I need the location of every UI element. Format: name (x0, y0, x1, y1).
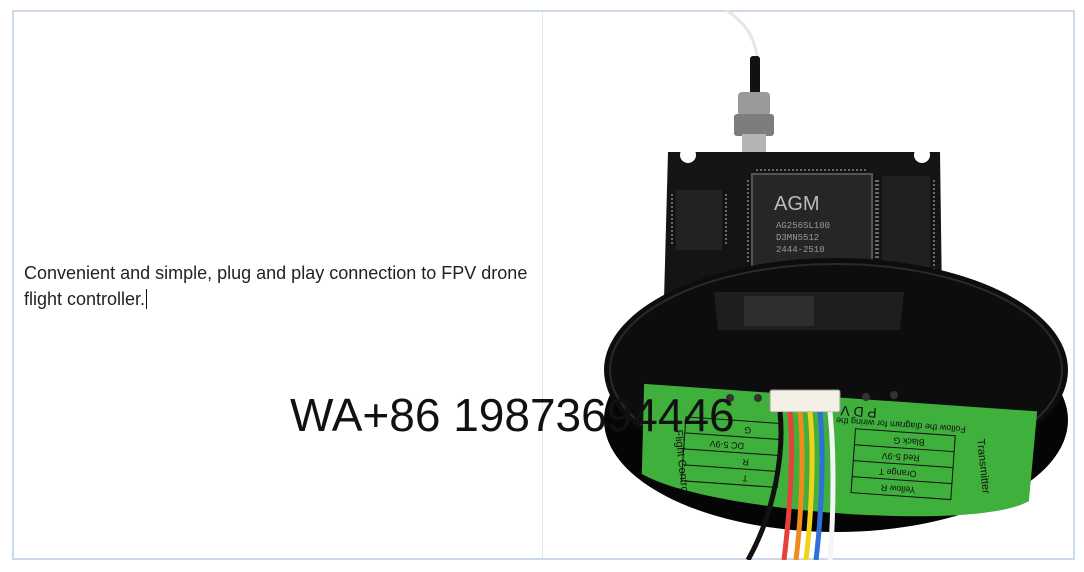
product-illustration: AGM AG256SL100 D3MN5512 2444-2510 P D V … (604, 10, 1068, 560)
chip-line-2: D3MN5512 (776, 233, 819, 243)
chip-line-3: 2444-2510 (776, 245, 825, 255)
description-text: Convenient and simple, plug and play con… (24, 263, 528, 309)
label-row: Orange T (878, 466, 917, 479)
label-row: R (742, 457, 750, 467)
chip-brand-text: AGM (774, 193, 820, 215)
label-row: G (744, 425, 752, 435)
label-row: Yellow R (880, 483, 916, 495)
label-row: Black G (893, 435, 925, 447)
chip-line-1: AG256SL100 (776, 221, 830, 231)
sma-connector (738, 92, 770, 116)
wire-connector (769, 389, 841, 413)
wire-harness (745, 411, 836, 560)
antenna-sleeve (750, 56, 760, 94)
label-header: P D V (839, 403, 877, 422)
column-divider (542, 12, 543, 559)
text-cursor (146, 289, 148, 309)
transmitter-title: Transmitter (974, 438, 992, 494)
label-row: DC 5-9V (709, 439, 744, 451)
description-text-field[interactable]: Convenient and simple, plug and play con… (24, 260, 539, 312)
antenna-cable (725, 10, 760, 61)
product-photo: AGM AG256SL100 D3MN5512 2444-2510 P D V … (544, 10, 1074, 560)
label-row: Red 5-9V (881, 451, 920, 464)
label-row: T (741, 473, 748, 483)
watermark-text: WA+86 19873694446 (290, 389, 735, 441)
